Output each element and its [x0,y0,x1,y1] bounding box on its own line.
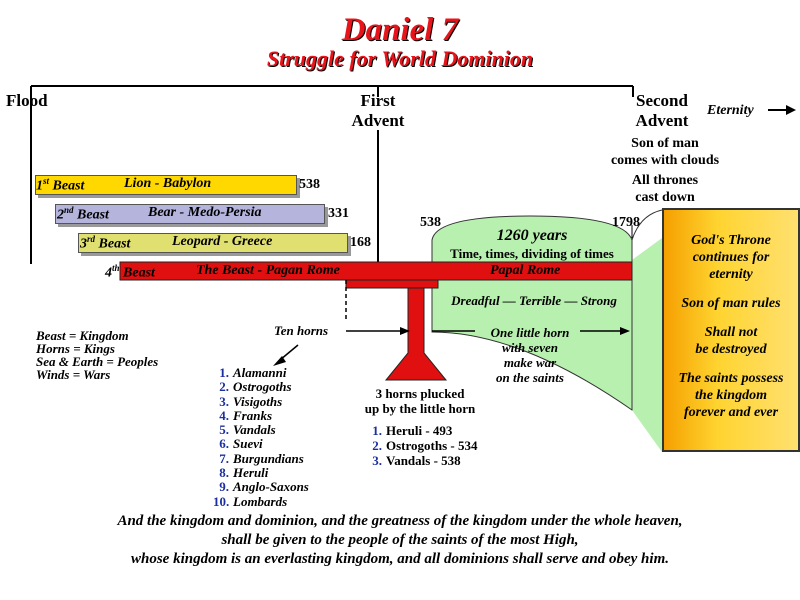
beast-4-label: The Beast - Pagan Rome [196,263,340,278]
list-item: 2.Ostrogoths - 534 [372,438,478,453]
list-item: 6.Suevi [219,436,263,452]
list-item: 1.Heruli - 493 [372,423,453,438]
eternity-label: Eternity [707,103,754,118]
kings-list: 1.Alamanni 2.Ostrogoths 3.Visigoths 4.Fr… [213,365,309,509]
beast-bar-2 [55,204,325,224]
legend-item: Sea & Earth = Peoples [36,354,159,369]
plucked-horns-list: 1.Heruli - 493 2.Ostrogoths - 534 3.Vand… [366,423,477,468]
list-item: 4.Franks [219,407,273,423]
period-subtitle: Time, times, dividing of times [450,246,614,261]
legend-item: Horns = Kings [36,341,115,356]
beast-3-label: Leopard - Greece [172,234,273,249]
eternity-arrow-head [786,105,796,115]
list-item: 5.Vandals [219,422,276,438]
beast-2-end: 331 [328,206,349,221]
beast-1-ordinal: 1st Beast [36,176,85,194]
beast-1-end: 538 [299,177,320,192]
beast-3-ordinal: 3rd Beast [80,234,131,252]
flood-label: Flood [6,91,48,110]
quote-line: whose kingdom is an everlasting kingdom,… [131,551,669,567]
throne-box: God's Throne continues for eternity Son … [662,208,800,452]
throne-text: God's Throne continues for eternity [691,233,771,282]
beast-2-label: Bear - Medo-Persia [148,205,262,220]
second-advent-label: Second Advent [635,91,689,130]
list-item: 1.Alamanni [219,365,287,380]
legend-item: Beast = Kingdom [36,328,129,343]
period-start: 538 [420,215,441,230]
list-item: 7.Burgundians [219,450,304,466]
green-connector [632,238,662,452]
beast-bar-1 [35,175,297,195]
scripture-quote: And the kingdom and dominion, and the gr… [0,512,800,569]
legend-item: Winds = Wars [36,367,111,382]
beast-bar-3 [78,233,348,253]
list-item: 8.Heruli [219,465,269,481]
dreadful-label: Dreadful — Terrible — Strong [451,293,617,308]
period-title: 1260 years [496,227,568,244]
thrones-cast-down: All thrones cast down [631,173,699,205]
list-item: 3.Vandals - 538 [372,453,461,468]
beast-3-end: 168 [350,235,371,250]
not-destroyed: Shall not be destroyed [695,325,767,357]
little-horn-stem [384,287,448,381]
page-subtitle: Struggle for World Dominion [266,46,534,71]
saints-possess: The saints possess the kingdom forever a… [678,371,784,420]
quote-line: And the kingdom and dominion, and the gr… [117,513,683,529]
legend: Beast = Kingdom Horns = Kings Sea & Eart… [36,329,158,381]
ten-horns-label: Ten horns [274,323,329,338]
little-horn-label: One little horn with seven make war on t… [490,325,570,385]
plucked-label: 3 horns plucked up by the little horn [364,386,476,416]
list-item: 2.Ostrogoths [219,379,292,395]
beast-4-ordinal: 4th Beast [105,263,155,281]
son-of-man-clouds: Son of man comes with clouds [610,136,720,168]
period-end: 1798 [612,215,640,230]
list-item: 3.Visigoths [219,393,283,409]
papal-rome-label: Papal Rome [490,263,561,278]
son-of-man-rules: Son of man rules [681,296,781,311]
quote-line: shall be given to the people of the sain… [221,532,579,548]
list-item: 9.Anglo-Saxons [219,479,309,495]
list-item: 10.Lombards [213,493,288,509]
beast-1-label: Lion - Babylon [124,176,212,191]
little-horn-arrow [620,327,630,335]
page-title: Daniel 7 [341,12,459,48]
beast-2-ordinal: 2nd Beast [57,205,109,223]
ten-horns-arrow [400,327,410,335]
first-advent-label: First Advent [351,91,405,130]
